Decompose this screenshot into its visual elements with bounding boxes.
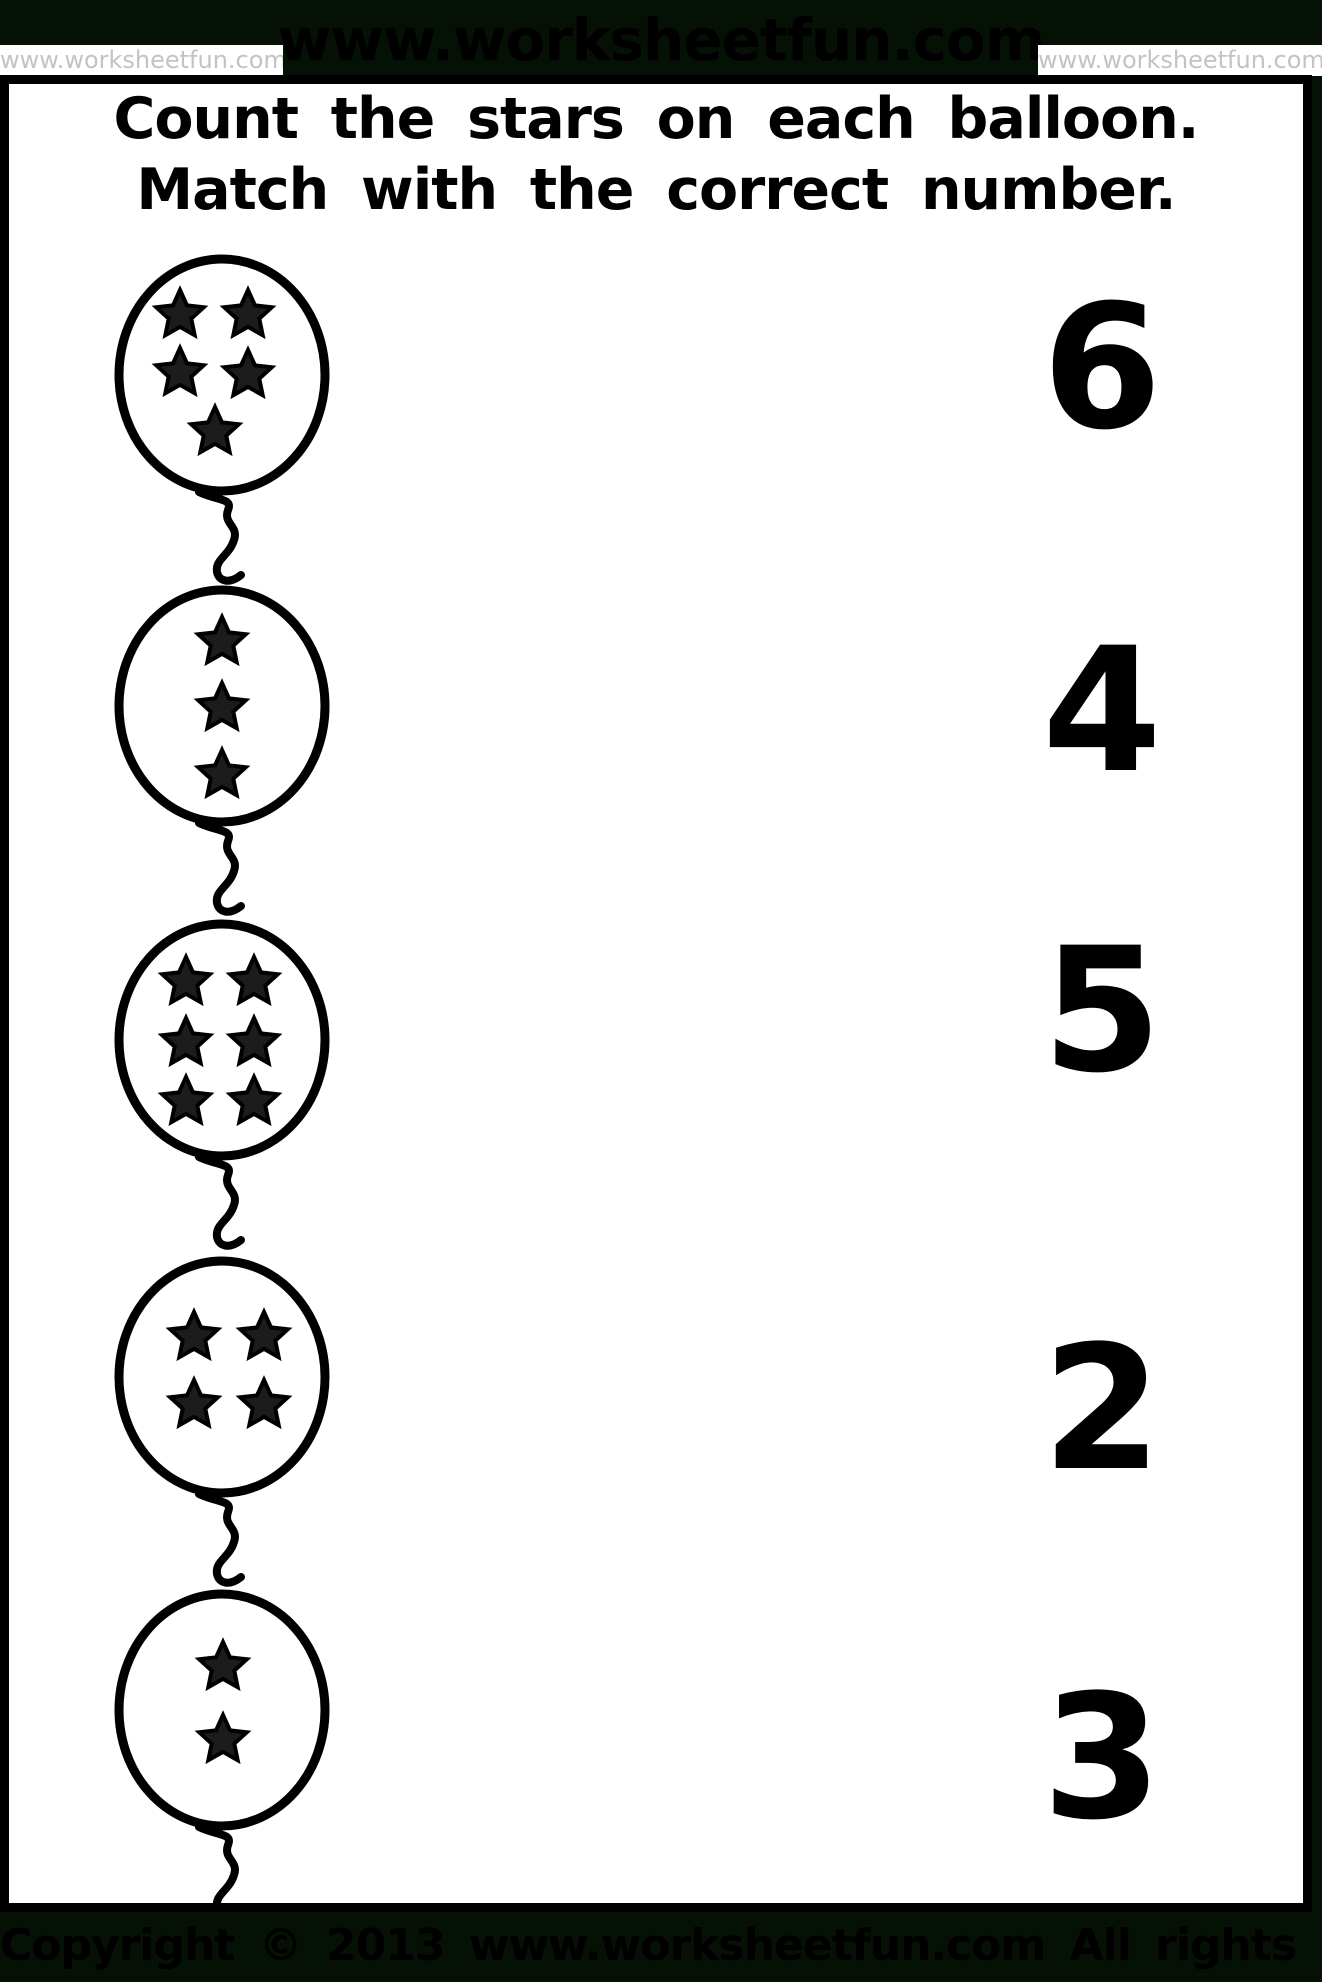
instruction-line-2: Match with the correct number. bbox=[136, 157, 1176, 223]
watermark-box-left: www.worksheetfun.com bbox=[0, 45, 283, 76]
copyright-band: Copyright © 2013 www.worksheetfun.com Al… bbox=[0, 1912, 1322, 1982]
number-option: 2 bbox=[1042, 1307, 1162, 1509]
watermark-text-left: www.worksheetfun.com bbox=[0, 46, 283, 74]
watermark-box-right: www.worksheetfun.com bbox=[1038, 45, 1322, 76]
number-option: 3 bbox=[1042, 1656, 1162, 1858]
page-edge-stripe bbox=[1312, 0, 1322, 1982]
number-option: 4 bbox=[1042, 609, 1162, 811]
number-option: 6 bbox=[1042, 266, 1162, 468]
copyright-text: Copyright © 2013 www.worksheetfun.com Al… bbox=[0, 1920, 1322, 1971]
worksheet-instructions: Count the stars on each balloon. Match w… bbox=[0, 84, 1312, 226]
watermark-text-right: www.worksheetfun.com bbox=[1038, 46, 1322, 74]
number-option: 5 bbox=[1042, 909, 1162, 1111]
instruction-line-1: Count the stars on each balloon. bbox=[113, 86, 1200, 152]
watermark-text-large: www.worksheetfun.com bbox=[277, 6, 1045, 74]
